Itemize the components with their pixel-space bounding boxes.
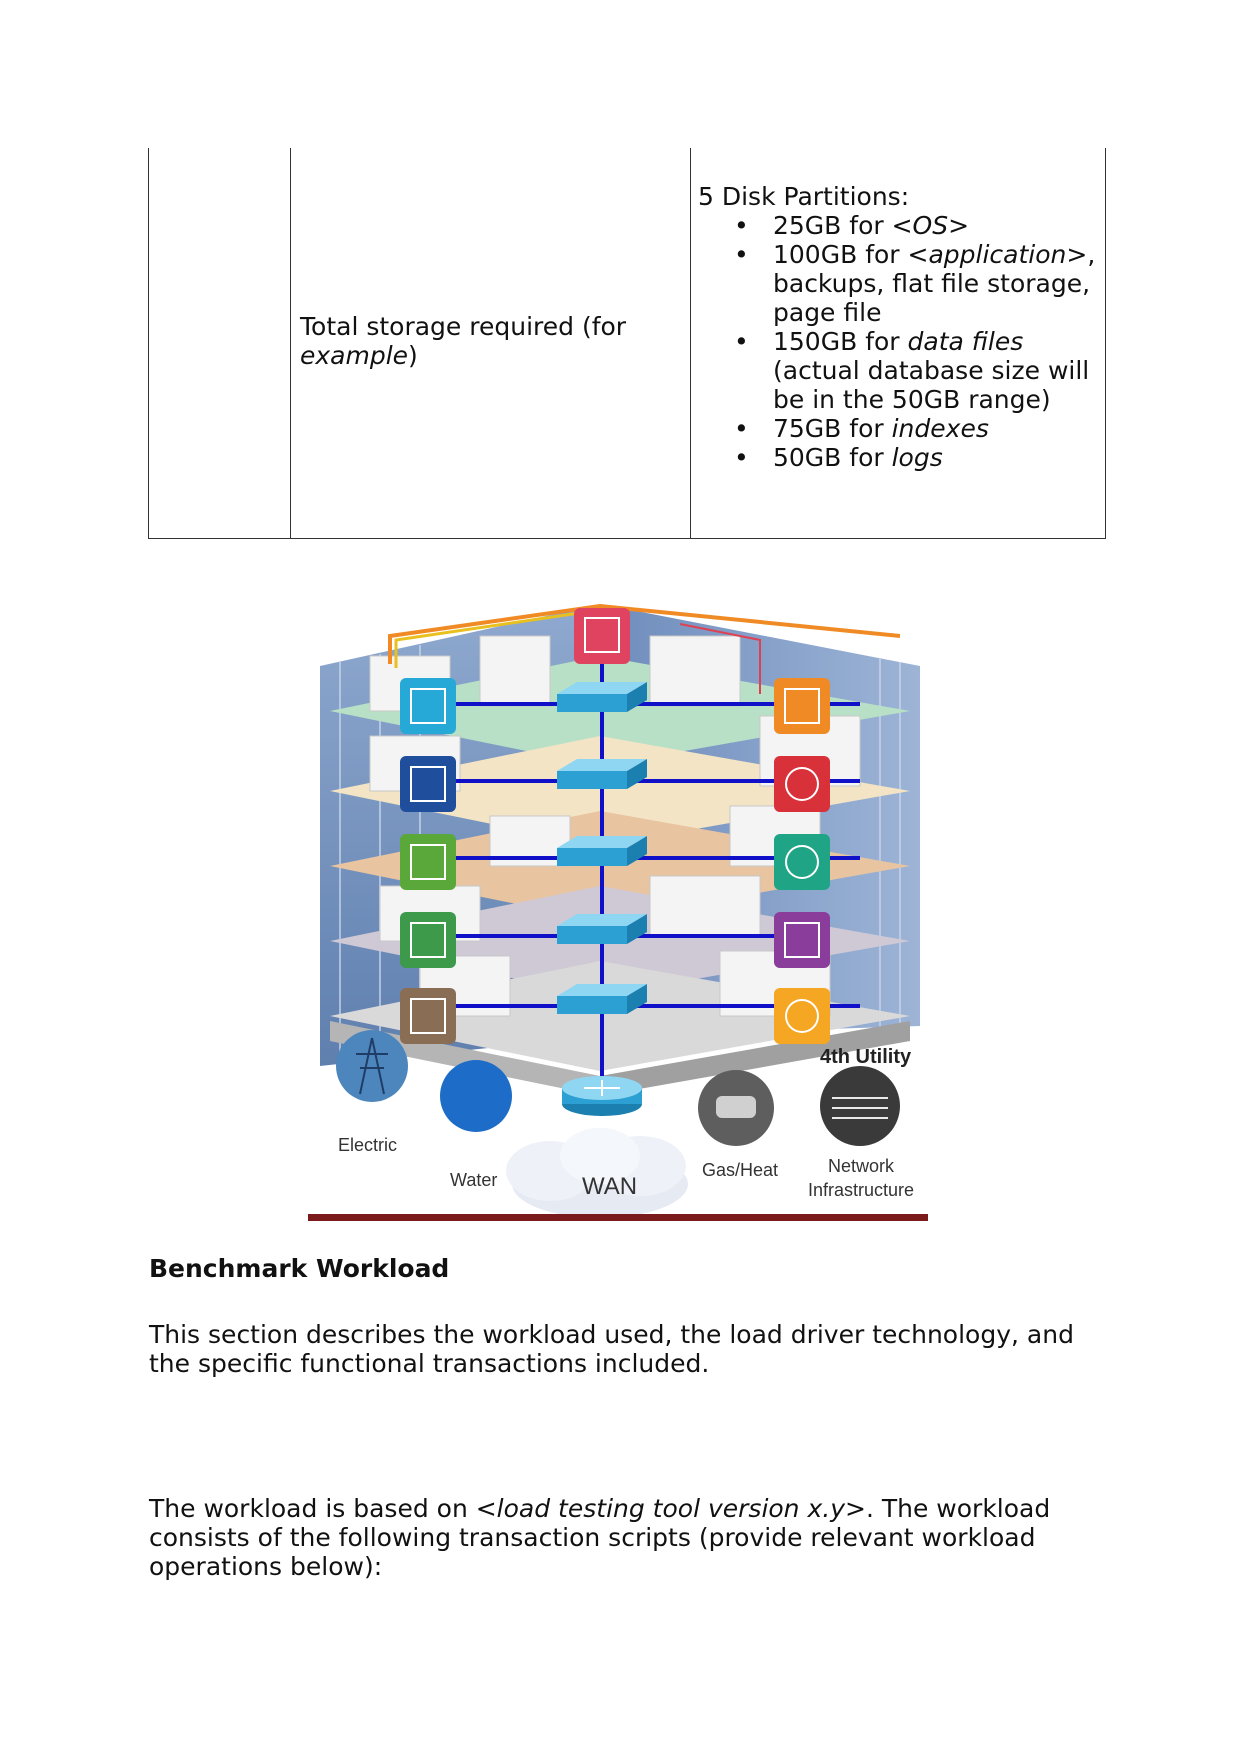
workload-paragraph: The workload is based on <load testing t…: [149, 1494, 1109, 1581]
partition-purpose: logs: [891, 443, 943, 472]
network-switches: [557, 682, 647, 1116]
partition-item: 50GB for logs: [698, 443, 1103, 472]
network-label: Network: [828, 1156, 895, 1176]
gas-heat-label: Gas/Heat: [702, 1160, 778, 1180]
conduit-line: [679, 623, 761, 694]
table-cell-value: 5 Disk Partitions: 25GB for <OS> 100GB f…: [698, 182, 1098, 472]
table-column-divider: [690, 148, 691, 538]
conduit-line: [394, 608, 601, 668]
workload-text: The workload is based on: [149, 1494, 476, 1523]
fire-alarm-icon: [774, 756, 830, 812]
partition-item: 75GB for indexes: [698, 414, 1103, 443]
partition-note: (actual database size will be in the 50G…: [773, 356, 1090, 414]
partition-purpose: <OS>: [891, 211, 970, 240]
phone-communication-icon: [400, 912, 456, 968]
partition-size: 50GB for: [773, 443, 892, 472]
electric-tower-icon: [336, 1030, 408, 1102]
evacuation-icon: [774, 912, 830, 968]
emergency-broadcast-icon: [774, 834, 830, 890]
switch-icon: [557, 682, 647, 712]
partition-item: 150GB for data files (actual database si…: [698, 327, 1103, 414]
storage-label-close: ): [408, 341, 418, 370]
section-intro-paragraph: This section describes the workload used…: [149, 1320, 1074, 1378]
partition-purpose: indexes: [891, 414, 989, 443]
partition-purpose: data files: [907, 327, 1024, 356]
storage-label-example: example: [300, 341, 409, 370]
workload-tool-placeholder: <load testing tool version x.y>: [475, 1494, 866, 1523]
partition-purpose: <application>: [907, 240, 1088, 269]
environment-sensor-icon: [400, 988, 456, 1044]
section-heading: Benchmark Workload: [149, 1254, 450, 1283]
partition-size: 75GB for: [773, 414, 892, 443]
table-cell-label: Total storage required (for example): [300, 312, 680, 370]
table-column-divider: [290, 148, 291, 538]
hvac-control-icon: [400, 756, 456, 812]
requirements-table: [148, 148, 1106, 539]
fire-safety-icon: [574, 608, 630, 664]
utility-icons: [400, 608, 830, 1044]
switch-icon: [557, 836, 647, 866]
infrastructure-label: Infrastructure: [808, 1180, 914, 1200]
fourth-utility-label: 4th Utility: [820, 1046, 912, 1068]
partition-size: 100GB for: [773, 240, 908, 269]
switch-icon: [557, 914, 647, 944]
access-control-icon: [400, 678, 456, 734]
conduit-line: [388, 603, 901, 664]
switch-icon: [557, 759, 647, 789]
partitions-list: 25GB for <OS> 100GB for <application>, b…: [698, 211, 1098, 472]
storage-label-text: Total storage required (for: [300, 312, 627, 341]
building-network-illustration: Electric Water WAN Gas/Heat 4th Utility …: [308, 603, 928, 1221]
elevator-icon: [774, 678, 830, 734]
ground-bar: [308, 1214, 928, 1221]
network-infrastructure-icon: [820, 1066, 900, 1146]
router-icon: [562, 1076, 642, 1116]
wan-cloud: [506, 1128, 688, 1218]
workload-text-rest: . The workload consists of the following…: [149, 1494, 1051, 1581]
partition-size: 25GB for: [773, 211, 892, 240]
building-terminal-icon: [400, 834, 456, 890]
water-icon: [440, 1060, 512, 1132]
partition-item: 25GB for <OS>: [698, 211, 1103, 240]
wan-label: WAN: [582, 1173, 637, 1200]
water-label: Water: [450, 1170, 497, 1190]
partitions-heading: 5 Disk Partitions:: [698, 182, 910, 211]
partition-item: 100GB for <application>, backups, flat f…: [698, 240, 1103, 327]
alarm-bell-icon: [774, 988, 830, 1044]
partition-note: , backups, flat file storage, page file: [773, 240, 1096, 327]
switch-icon: [557, 984, 647, 1014]
partition-size: 150GB for: [773, 327, 908, 356]
electric-label: Electric: [338, 1135, 397, 1155]
